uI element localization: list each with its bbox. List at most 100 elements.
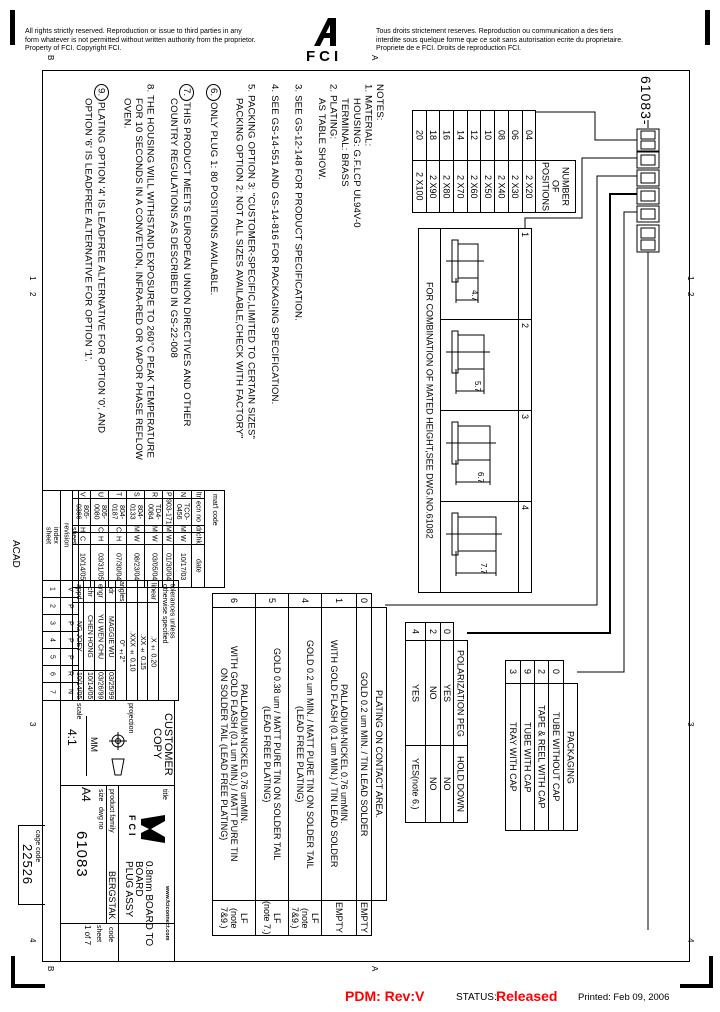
table-cell: EMPTY	[321, 900, 357, 936]
table-cell: GOLD 0.2 um MIN. / MATT PURE TIN ON SOLD…	[288, 607, 322, 901]
table-cell	[136, 580, 148, 603]
table-cell: GOLD 0.2 um MIN. / TIN LEAD SOLDER	[356, 607, 372, 901]
table-cell	[372, 901, 387, 936]
cage-code-value: 22526	[20, 844, 35, 886]
table-cell: 10	[480, 110, 496, 161]
table-cell: 10/14/05	[83, 670, 95, 701]
plating-header: PLATING ON CONTACT AREA.	[371, 607, 387, 901]
table-cell	[564, 661, 578, 684]
leader-line	[535, 111, 637, 141]
mated-height-sketch	[440, 319, 519, 411]
table-cell: W	[172, 532, 192, 546]
zone-label: 1	[686, 276, 695, 281]
table-cell: 4	[288, 593, 322, 608]
note-line: 8. THE HOUSING WILL WITHSTAND EXPOSURE T…	[144, 84, 156, 458]
copyright-line: form whatever is not permitted without w…	[25, 36, 256, 44]
table-row: FOR COMBINATION OF MATED HEIGHT,SEE DWG.…	[418, 228, 441, 593]
copyright-line: Tous droits strictement reserves. Reprod…	[376, 28, 614, 35]
note-line: 7.THIS PRODUCT MEETS EUROPEAN UNION DIRE…	[179, 84, 195, 484]
fci-logo-mark-icon	[314, 18, 336, 46]
table-cell: 2	[425, 622, 441, 641]
note-number-circle: 6.	[206, 84, 222, 101]
copyright-line: Propriete de e FCI. Droits de reproducti…	[376, 45, 522, 53]
printed-date: Printed: Feb 09, 2006	[578, 992, 670, 1003]
table-cell: R	[144, 490, 163, 499]
product-family-label: product family	[108, 789, 115, 833]
table-cell: TUBE WITHOUT CAP	[548, 683, 564, 831]
product-family-value: BERGSTAK	[107, 871, 117, 920]
note-line: 1. MATERIAL:	[362, 84, 374, 147]
note-4: 4. SEE GS-14-551 AND GS-14-816 FOR PACKA…	[268, 84, 280, 405]
part-number-prefix: 61083-	[638, 76, 654, 126]
table-cell: 1	[321, 593, 357, 608]
mated-height-sketch	[440, 501, 519, 593]
dwg-no-label: dwg no	[97, 807, 104, 830]
table-cell: TUBE WITH CAP	[520, 683, 535, 831]
status-label: STATUS:	[456, 992, 497, 1003]
note-line: HOUSING: G.F.LCP UL94V-0	[350, 98, 362, 228]
table-cell: 2	[534, 660, 549, 684]
table-cell: 4	[405, 622, 426, 641]
table-cell: M	[126, 524, 145, 534]
code-label: code	[107, 927, 114, 943]
zone-label: 4	[28, 938, 37, 943]
note-9: 9.PLATING OPTION '4' IS LEADFREE ALTERNA…	[82, 84, 109, 484]
note-line: OVEN.	[121, 98, 133, 129]
note-line: 6.ONLY PLUG 1: 80 POSITIONS AVAILABLE.	[206, 84, 222, 484]
table-cell: 08	[494, 110, 509, 161]
option-box-plating	[636, 169, 660, 187]
table-cell: 2 X100	[412, 160, 427, 213]
table-cell: N	[172, 490, 192, 499]
table-cell: index sheet	[42, 490, 61, 581]
note-line: 2. PLATING:	[327, 84, 339, 140]
table-cell: LF (note 7&9.)	[288, 900, 322, 936]
corner-mark	[705, 10, 710, 45]
copyright-line: Property of FCI. Copyright FCI.	[25, 45, 122, 53]
table-cell: 1	[42, 580, 61, 598]
note-line: AS TABLE SHOW.	[316, 98, 328, 180]
table-cell: YES	[440, 640, 454, 746]
table-cell: 06	[507, 110, 523, 161]
table-cell: appd	[72, 580, 84, 603]
note-number-circle: 7.	[179, 84, 195, 101]
customer-copy-label: CUSTOMER COPY	[151, 712, 174, 776]
tolerance-header: tolerances unless otherwise specified	[157, 580, 179, 701]
cage-code-label: cage code	[34, 830, 41, 863]
title-label: title	[161, 789, 168, 800]
option-box-plug	[636, 151, 660, 169]
table-row: .XX ± 0.15	[136, 580, 148, 701]
zone-label: 4	[686, 938, 695, 943]
scale-value: 4:1	[65, 729, 79, 746]
corner-mark	[10, 10, 15, 45]
table-cell: M	[162, 524, 174, 534]
table-cell: 0° ±2°	[115, 602, 127, 701]
table-cell: NO	[440, 745, 454, 823]
table-cell: NO	[425, 745, 441, 823]
note-line: FOR 10 SECONDS IN A CONVETION, INFRA-RED…	[132, 98, 144, 461]
table-row: linear.X ± 0.20	[147, 580, 159, 701]
table-cell: 14	[453, 110, 468, 161]
table-cell: MAGGIE WU	[104, 602, 116, 671]
table-cell: 5	[255, 593, 289, 608]
zone-label: 2	[28, 292, 37, 297]
table-cell: 04	[521, 110, 537, 161]
table-cell: W	[126, 532, 145, 546]
